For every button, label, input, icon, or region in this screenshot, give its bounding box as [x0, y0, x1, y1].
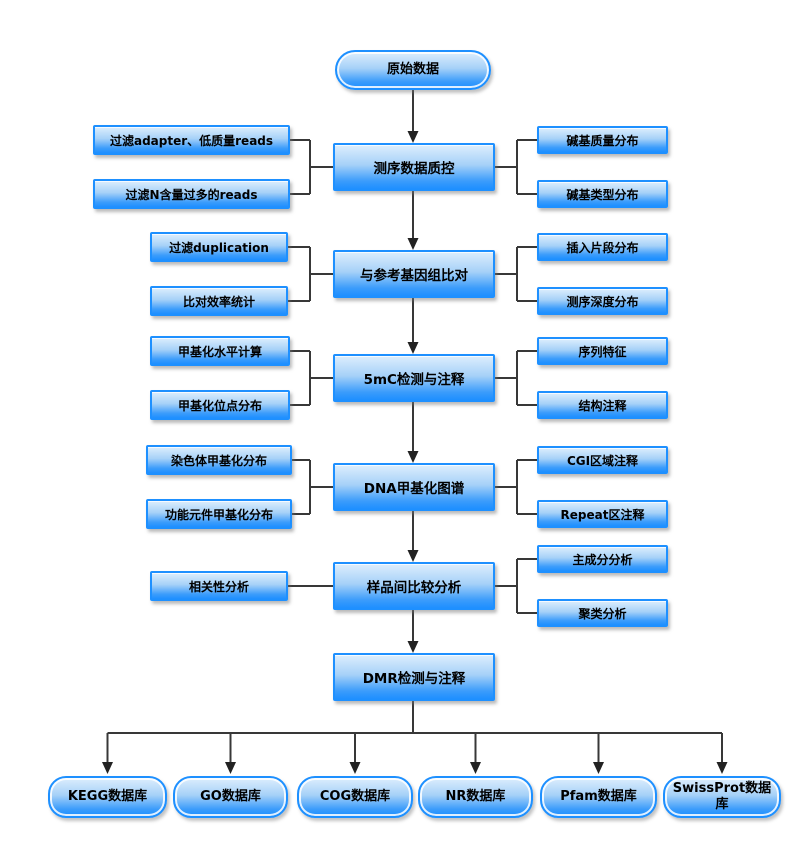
node-repeat-region-annotation: Repeat区注释 — [537, 500, 668, 528]
node-sample-comparison: 样品间比较分析 — [333, 562, 495, 610]
node-filter-adapter-reads: 过滤adapter、低质量reads — [93, 125, 290, 155]
node-seq-data-qc: 测序数据质控 — [333, 143, 495, 191]
node-db-pfam: Pfam数据库 — [540, 776, 657, 818]
node-ref-genome-align: 与参考基因组比对 — [333, 250, 495, 298]
node-cluster-analysis: 聚类分析 — [537, 599, 668, 627]
node-filter-duplication: 过滤duplication — [150, 232, 288, 262]
node-db-swissprot: SwissProt数据库 — [663, 776, 781, 818]
node-filter-n-reads: 过滤N含量过多的reads — [93, 179, 290, 209]
node-base-type-dist: 碱基类型分布 — [537, 180, 668, 208]
node-correlation-analysis: 相关性分析 — [150, 571, 288, 601]
node-chromosome-methylation-dist: 染色体甲基化分布 — [146, 445, 292, 475]
node-dmr-detection: DMR检测与注释 — [333, 653, 495, 701]
node-cgi-region-annotation: CGI区域注释 — [537, 446, 668, 474]
node-dna-methylation-map: DNA甲基化图谱 — [333, 463, 495, 511]
node-db-go: GO数据库 — [173, 776, 288, 818]
node-seq-depth-dist: 测序深度分布 — [537, 287, 668, 315]
node-db-kegg: KEGG数据库 — [48, 776, 167, 818]
node-pca-analysis: 主成分分析 — [537, 545, 668, 573]
node-raw-data: 原始数据 — [335, 50, 491, 90]
node-5mc-detection: 5mC检测与注释 — [333, 354, 495, 402]
node-insert-size-dist: 插入片段分布 — [537, 233, 668, 261]
arrowheads — [102, 131, 728, 774]
node-sequence-feature: 序列特征 — [537, 337, 668, 365]
node-db-cog: COG数据库 — [297, 776, 413, 818]
node-functional-element-methylation-dist: 功能元件甲基化分布 — [146, 499, 292, 529]
node-align-efficiency: 比对效率统计 — [150, 286, 288, 316]
node-base-quality-dist: 碱基质量分布 — [537, 126, 668, 154]
node-db-nr: NR数据库 — [418, 776, 533, 818]
node-methylation-level: 甲基化水平计算 — [150, 336, 290, 366]
node-methylation-site-dist: 甲基化位点分布 — [150, 390, 290, 420]
node-structure-annotation: 结构注释 — [537, 391, 668, 419]
